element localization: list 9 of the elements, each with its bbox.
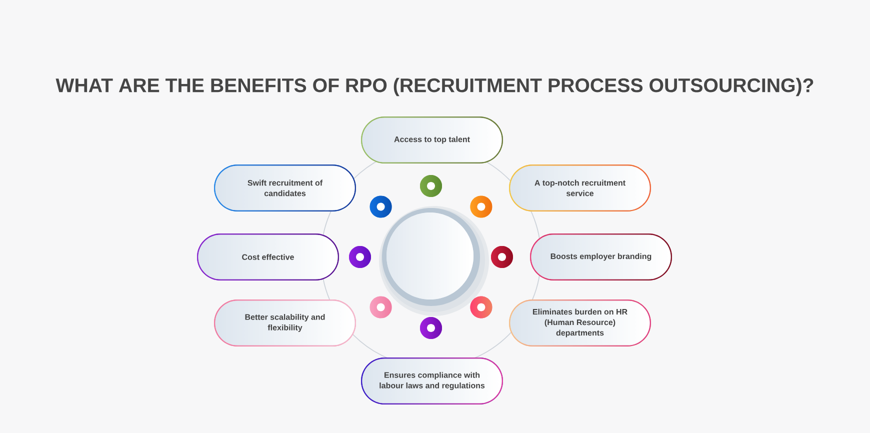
title: WHAT ARE THE BENEFITS OF RPO (RECRUITMENT PROCESS OUTSOURCING)? <box>56 78 814 96</box>
pill-box: Cost effective <box>197 234 339 280</box>
pill-box: Access to top talent <box>361 116 503 164</box>
pill-box: Better scalability and flexibility <box>214 300 356 346</box>
pill-box: A top-notch recruitment service <box>509 164 651 212</box>
pill-box: Ensures compliance with labour laws and regulations <box>361 358 503 404</box>
pill-box: Eliminates burden on HR (Human Resource) departments <box>509 300 651 346</box>
pill-box: Boosts employer branding <box>530 234 672 280</box>
pill-box: Swift recruitment of candidates <box>214 164 356 212</box>
